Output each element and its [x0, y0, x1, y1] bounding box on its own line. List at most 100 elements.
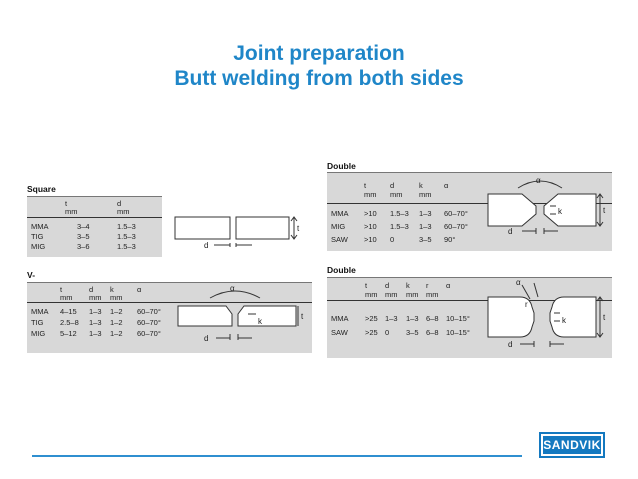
v-groove-diagram: α t k d: [177, 284, 304, 343]
logo-text: SANDVIK: [543, 436, 601, 454]
dim-label-r: r: [525, 300, 528, 309]
table-cell: 1–2: [110, 307, 123, 316]
table-cell: 3–5: [419, 235, 432, 244]
table-cell: 3–6: [77, 242, 90, 251]
col-header-alpha: α: [444, 181, 449, 190]
table-cell: 60–70°: [444, 209, 468, 218]
table-cell: MIG: [31, 329, 46, 338]
table-cell: 1.5–3: [117, 232, 136, 241]
table-cell: 1–3: [419, 222, 432, 231]
col-header-k: k: [419, 181, 423, 190]
col-header-alpha: α: [446, 281, 451, 290]
dim-label-alpha: α: [230, 284, 235, 293]
table-cell: SAW: [331, 328, 348, 337]
table-cell: 1–3: [406, 314, 419, 323]
table-cell: 60–70°: [137, 307, 161, 316]
table-cell: 0: [385, 328, 390, 337]
dim-label-k: k: [562, 316, 567, 325]
table-cell: MMA: [31, 307, 49, 316]
table-cell: 1–3: [89, 318, 102, 327]
table-cell: 1–2: [110, 318, 123, 327]
col-unit-t: mm: [364, 190, 377, 199]
col-header-alpha: α: [137, 285, 142, 294]
table-cell: SAW: [331, 235, 348, 244]
table-cell: >10: [364, 222, 377, 231]
col-header-d: d: [89, 285, 94, 294]
table-cell: TIG: [31, 318, 44, 327]
table-cell: 5–12: [60, 329, 77, 338]
col-unit-d: mm: [385, 290, 398, 299]
table-cell: MMA: [331, 209, 349, 218]
table-cell: MIG: [31, 242, 46, 251]
table-cell: MMA: [331, 314, 349, 323]
table-cell: 1–2: [110, 329, 123, 338]
dim-label-d: d: [508, 340, 512, 349]
dim-label-t: t: [603, 206, 606, 215]
square-groove-diagram: t d: [174, 216, 300, 250]
table-cell: MMA: [31, 222, 49, 231]
double-u-groove-diagram: α r t k d: [487, 278, 606, 349]
table-cell: 6–8: [426, 314, 439, 323]
dim-label-d: d: [508, 227, 512, 236]
col-header-t: t: [365, 281, 368, 290]
dim-label-alpha: α: [536, 176, 541, 185]
col-header-d: d: [390, 181, 395, 190]
col-unit-k: mm: [419, 190, 432, 199]
col-unit-t: mm: [65, 207, 78, 216]
col-header-d: d: [117, 199, 122, 208]
dim-label-alpha: α: [516, 278, 521, 287]
col-unit-t: mm: [365, 290, 378, 299]
footer-divider: [32, 455, 522, 457]
table-cell: 6–8: [426, 328, 439, 337]
col-unit-k: mm: [110, 293, 123, 302]
table-cell: TIG: [31, 232, 44, 241]
col-unit-r: mm: [426, 290, 439, 299]
dim-label-k: k: [258, 317, 263, 326]
col-header-k: k: [406, 281, 410, 290]
v-groove-table: t mm d mm k mm α MMA 4–15 1–3 1–2 60–70°…: [27, 282, 312, 353]
table-cell: 3–5: [406, 328, 419, 337]
square-groove-table: t mm d mm MMA 3–4 1.5–3 TIG 3–5 1.5–3 MI…: [27, 196, 162, 257]
table-cell: 1–3: [419, 209, 432, 218]
table-cell: 1–3: [89, 329, 102, 338]
table-cell: 60–70°: [137, 318, 161, 327]
table-cell: >25: [365, 328, 378, 337]
table-cell: 10–15°: [446, 314, 470, 323]
dim-label-d: d: [204, 334, 208, 343]
table-cell: >10: [364, 235, 377, 244]
double-u-groove-table: t mm d mm k mm r mm α MMA >25 1–3 1–3 6–…: [327, 277, 612, 358]
col-header-t: t: [364, 181, 367, 190]
double-v-groove-table: t mm d mm k mm α MMA >10 1.5–3 1–3 60–70…: [327, 172, 612, 251]
dim-label-t: t: [297, 224, 300, 233]
slide-title-line2: Butt welding from both sides: [174, 67, 464, 90]
table-cell: >10: [364, 209, 377, 218]
table-cell: 4–15: [60, 307, 77, 316]
table-cell: 1.5–3: [390, 222, 409, 231]
col-unit-d: mm: [390, 190, 403, 199]
table-cell: 3–4: [77, 222, 90, 231]
dim-label-t: t: [301, 312, 304, 321]
table-cell: 1–3: [385, 314, 398, 323]
table-cell: 1.5–3: [390, 209, 409, 218]
dim-label-d: d: [204, 241, 208, 250]
col-header-t: t: [60, 285, 63, 294]
slide-title-line1: Joint preparation: [233, 42, 405, 65]
table-cell: 1–3: [89, 307, 102, 316]
double-v-groove-diagram: α t k d: [487, 176, 606, 236]
table-cell: 3–5: [77, 232, 90, 241]
dim-label-k: k: [558, 207, 563, 216]
col-unit-d: mm: [89, 293, 102, 302]
table-cell: 1.5–3: [117, 222, 136, 231]
table-cell: 60–70°: [444, 222, 468, 231]
col-unit-d: mm: [117, 207, 130, 216]
col-header-d: d: [385, 281, 390, 290]
col-unit-k: mm: [406, 290, 419, 299]
table-cell: 10–15°: [446, 328, 470, 337]
table-cell: 60–70°: [137, 329, 161, 338]
col-header-k: k: [110, 285, 114, 294]
table-cell: MIG: [331, 222, 346, 231]
dim-label-t: t: [603, 313, 606, 322]
table-cell: >25: [365, 314, 378, 323]
col-unit-t: mm: [60, 293, 73, 302]
sandvik-logo: SANDVIK: [539, 432, 605, 458]
